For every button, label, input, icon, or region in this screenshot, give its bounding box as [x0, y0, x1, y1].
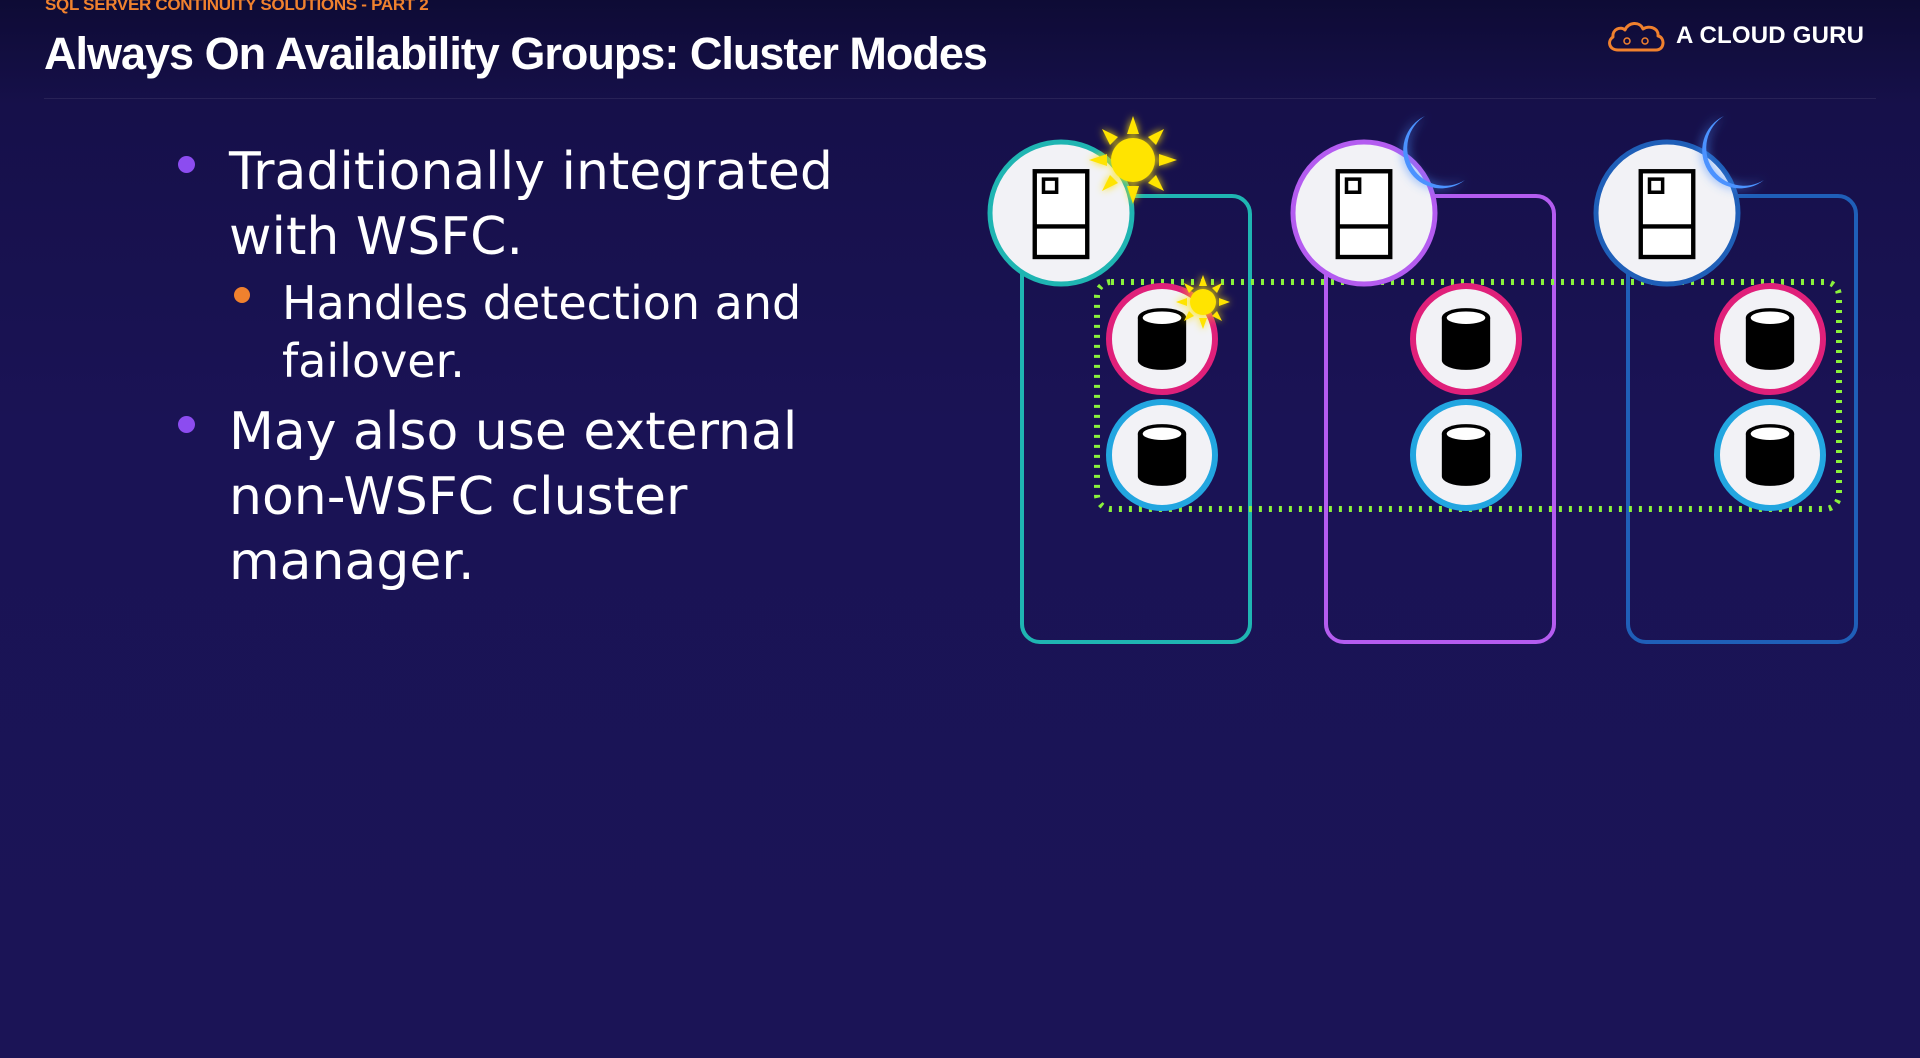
sub-bullet-dot [234, 287, 250, 303]
cloud-icon [1608, 22, 1665, 52]
replica-database-icon [1106, 399, 1218, 511]
brand-name: A CLOUD GURU [1676, 22, 1865, 49]
node-1-frame [1020, 194, 1252, 644]
availability-group-boundary [1094, 279, 1842, 512]
bullet-text: May also use external non-WSFC cluster m… [229, 402, 798, 592]
replica-database-icon [1714, 283, 1826, 395]
section-eyebrow: SQL SERVER CONTINUITY SOLUTIONS - PART 2 [45, 0, 429, 14]
bullet-item: May also use external non-WSFC cluster m… [176, 400, 896, 595]
node-2-frame [1324, 194, 1556, 644]
bullet-list: Traditionally integrated with WSFC. Hand… [176, 140, 896, 599]
sub-bullet-item: Handles detection and failover. [176, 274, 896, 390]
brand-logo: A CLOUD GURU [1604, 16, 1864, 56]
replica-database-icon [1410, 399, 1522, 511]
title-divider [44, 98, 1876, 99]
slide-title: Always On Availability Groups: Cluster M… [44, 28, 988, 79]
node-2-server-icon [1290, 139, 1438, 287]
sub-bullet-text: Handles detection and failover. [282, 276, 802, 388]
bullet-dot [178, 156, 195, 173]
bullet-dot [178, 416, 195, 433]
node-1-server-icon [987, 139, 1135, 287]
node-3-frame [1626, 194, 1858, 644]
replica-database-icon [1410, 283, 1522, 395]
node-3-server-icon [1593, 139, 1741, 287]
replica-database-icon [1714, 399, 1826, 511]
primary-sun-icon [1176, 275, 1230, 329]
bullet-text: Traditionally integrated with WSFC. [229, 142, 833, 267]
bullet-item: Traditionally integrated with WSFC. [176, 140, 896, 270]
sun-icon [1089, 116, 1177, 204]
